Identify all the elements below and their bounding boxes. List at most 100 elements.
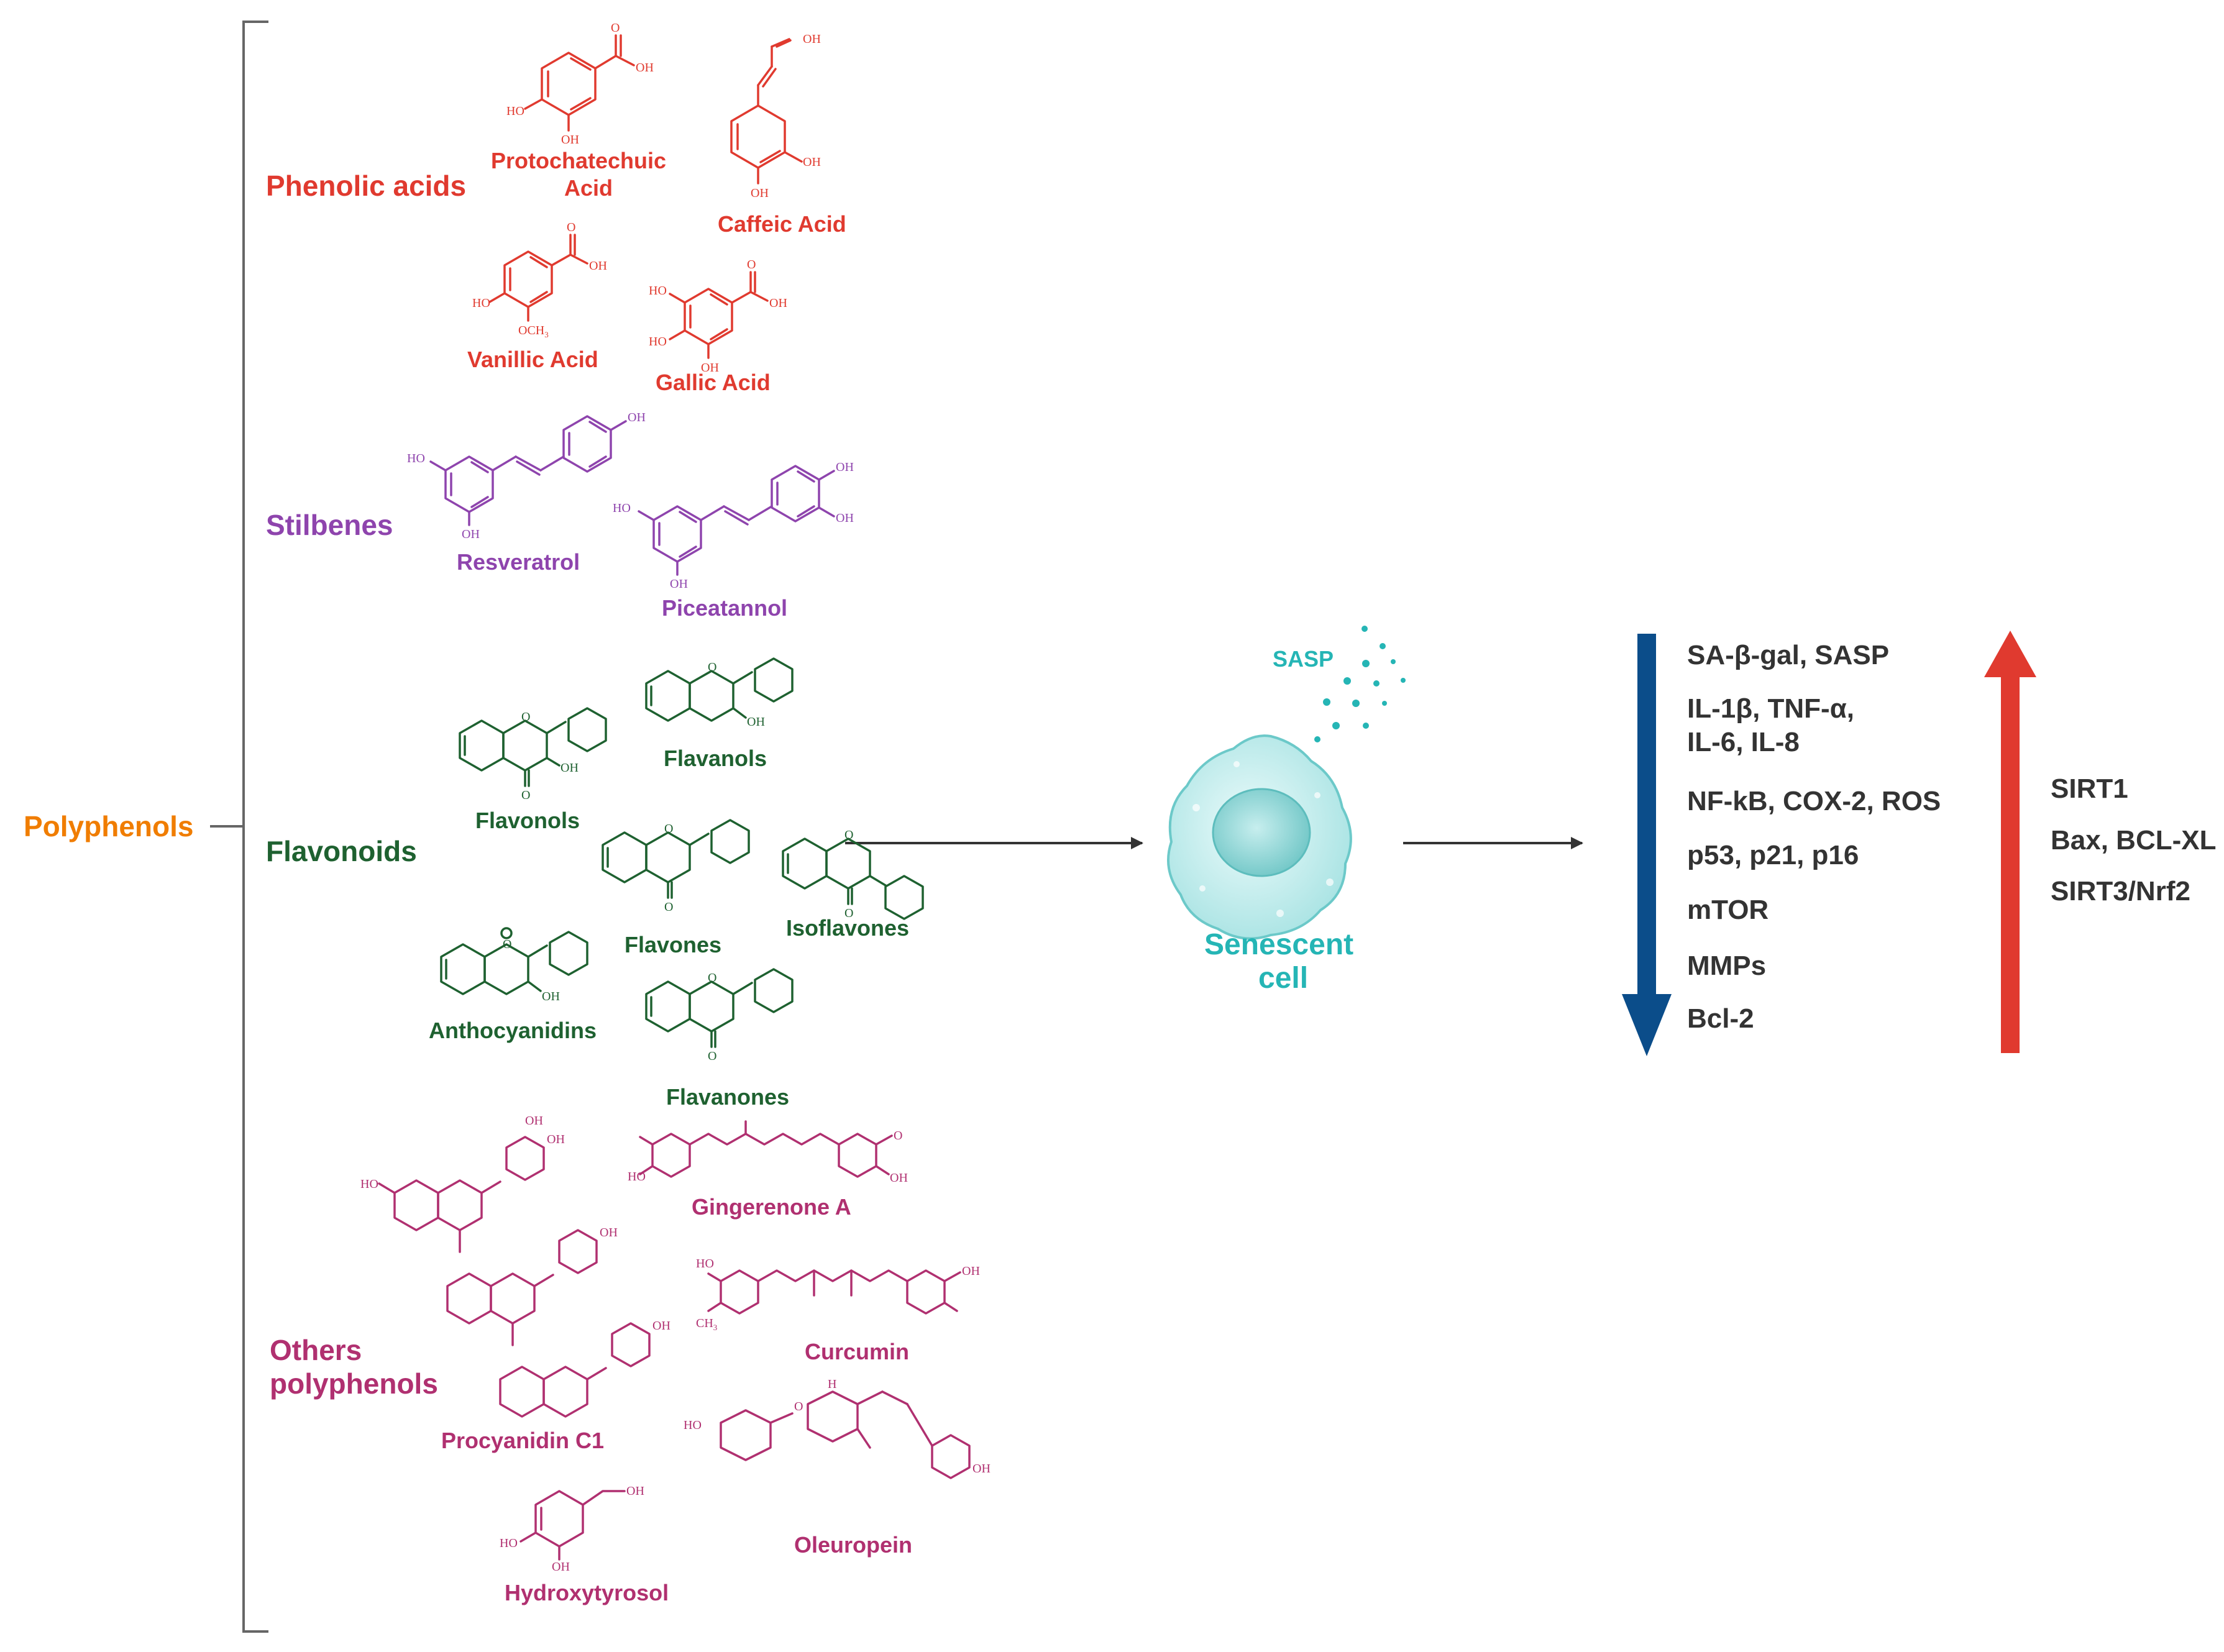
compound-label-piceatannol: Piceatannol bbox=[662, 595, 788, 621]
atom-oh: OH bbox=[547, 1133, 565, 1146]
atom-oh: OH bbox=[626, 1484, 644, 1498]
arrow-up-icon bbox=[1984, 631, 2036, 1053]
arrow-down-icon bbox=[1622, 634, 1672, 1056]
atom-oh: OH bbox=[962, 1264, 980, 1278]
atom-ho: HO bbox=[628, 1170, 646, 1184]
structure-gallic-acid: O OH HO HO OH bbox=[649, 258, 787, 375]
atom-oh: OH bbox=[670, 577, 688, 591]
atom-oh: OH bbox=[462, 527, 480, 541]
compound-label-hydroxytyrosol: Hydroxytyrosol bbox=[505, 1580, 669, 1605]
up-marker: Bax, BCL-XL bbox=[2051, 825, 2217, 856]
down-marker: Bcl-2 bbox=[1687, 1003, 1754, 1034]
compound-label-flavonols: Flavonols bbox=[475, 808, 580, 833]
atom-ho: HO bbox=[613, 501, 631, 515]
compound-label-resveratrol: Resveratrol bbox=[457, 549, 580, 575]
compound-label-protocatechuic-line2: Acid bbox=[564, 175, 613, 201]
atom-o: O bbox=[611, 21, 620, 35]
structure-protocatechuic-acid: O OH HO OH bbox=[506, 21, 654, 147]
structure-resveratrol: OH HO OH bbox=[407, 411, 646, 541]
category-flavonoids: Flavonoids bbox=[266, 835, 417, 867]
compound-label-flavones: Flavones bbox=[625, 932, 722, 957]
atom-oh: OH bbox=[803, 155, 821, 169]
structure-procyanidin-c1: HO OH OH OH OH bbox=[360, 1114, 670, 1418]
compound-label-oleuropein: Oleuropein bbox=[794, 1532, 913, 1558]
atom-oh: OH bbox=[836, 460, 854, 474]
down-marker: IL-6, IL-8 bbox=[1687, 727, 1800, 757]
atom-oh: OH bbox=[836, 511, 854, 525]
senescent-cell-icon bbox=[1167, 734, 1352, 940]
structure-isoflavones: O O bbox=[782, 828, 924, 920]
atom-oh: OH bbox=[561, 133, 579, 147]
atom-ho: HO bbox=[649, 284, 667, 298]
atom-oh: OH bbox=[552, 1560, 570, 1574]
structure-flavanones: O O bbox=[645, 968, 794, 1063]
compound-label-gingerenone: Gingerenone A bbox=[692, 1194, 851, 1220]
atom-oh: OH bbox=[972, 1462, 991, 1476]
atom-oh: OH bbox=[769, 296, 787, 310]
atom-o: O bbox=[503, 938, 511, 951]
atom-oh: OH bbox=[628, 411, 646, 424]
down-marker: p53, p21, p16 bbox=[1687, 840, 1859, 870]
atom-o: O bbox=[708, 1049, 716, 1063]
structure-oleuropein: HO O OH H bbox=[684, 1377, 991, 1479]
down-marker: IL-1β, TNF-α, bbox=[1687, 693, 1854, 724]
up-marker: SIRT3/Nrf2 bbox=[2051, 876, 2190, 906]
structure-vanillic-acid: O OH HO OCH3 bbox=[472, 221, 607, 339]
root-label-polyphenols: Polyphenols bbox=[24, 810, 194, 842]
atom-oh: OH bbox=[525, 1114, 543, 1128]
structure-gingerenone-a: O OH HO bbox=[628, 1120, 908, 1185]
down-marker: NF-kB, COX-2, ROS bbox=[1687, 786, 1941, 816]
atom-oh: OH bbox=[542, 990, 560, 1003]
atom-oh: OH bbox=[701, 361, 719, 375]
atom-ho: HO bbox=[407, 452, 425, 465]
atom-ho: HO bbox=[506, 104, 524, 118]
atom-oh: OH bbox=[751, 186, 769, 200]
sasp-particles bbox=[1314, 626, 1406, 742]
category-others-line1: Others bbox=[270, 1334, 362, 1366]
atom-o: O bbox=[844, 906, 853, 920]
atom-o: O bbox=[664, 822, 673, 836]
compound-label-anthocyanidins: Anthocyanidins bbox=[429, 1018, 597, 1043]
cell-label-line1: Senescent bbox=[1204, 928, 1354, 961]
atom-ho: HO bbox=[500, 1536, 518, 1550]
atom-oh: OH bbox=[747, 715, 765, 729]
structure-piceatannol: OH OH HO OH bbox=[613, 460, 854, 591]
atom-oh: OH bbox=[561, 761, 579, 775]
structure-curcumin: OH HO CH3 bbox=[696, 1257, 980, 1332]
cell-label-line2: cell bbox=[1258, 962, 1309, 995]
atom-oh: OH bbox=[600, 1226, 618, 1239]
atom-oh: OH bbox=[652, 1319, 670, 1333]
compound-label-protocatechuic-line1: Protochatechuic bbox=[491, 148, 667, 173]
atom-o: O bbox=[567, 221, 575, 234]
atom-o: O bbox=[521, 788, 530, 802]
structure-hydroxytyrosol: OH HO OH bbox=[500, 1484, 644, 1574]
atom-ho: HO bbox=[649, 335, 667, 349]
structure-flavones: O O bbox=[602, 819, 750, 914]
compound-label-isoflavones: Isoflavones bbox=[786, 915, 910, 941]
atom-o: O bbox=[708, 971, 716, 985]
down-marker: MMPs bbox=[1687, 951, 1767, 981]
atom-o: O bbox=[708, 660, 716, 674]
category-others-line2: polyphenols bbox=[270, 1367, 438, 1400]
category-phenolic-acids: Phenolic acids bbox=[266, 170, 467, 202]
structure-flavonols: O O OH bbox=[459, 707, 607, 802]
atom-oh: OH bbox=[803, 32, 821, 46]
atom-o: O bbox=[844, 828, 853, 842]
atom-ho: HO bbox=[360, 1177, 378, 1191]
atom-o: O bbox=[747, 258, 756, 272]
structure-anthocyanidins: O OH bbox=[440, 927, 588, 1003]
compound-label-curcumin: Curcumin bbox=[805, 1339, 910, 1364]
atom-och3: OCH3 bbox=[518, 324, 549, 339]
atom-h: H bbox=[828, 1377, 836, 1391]
structure-flavanols: O OH bbox=[645, 657, 794, 729]
compound-label-caffeic: Caffeic Acid bbox=[718, 211, 846, 237]
classification-bracket bbox=[210, 21, 268, 1633]
compound-label-vanillic: Vanillic Acid bbox=[467, 347, 598, 372]
atom-ho: HO bbox=[472, 296, 490, 310]
compound-label-flavanols: Flavanols bbox=[664, 746, 767, 771]
atom-o: O bbox=[521, 710, 530, 724]
down-marker: SA-β-gal, SASP bbox=[1687, 640, 1890, 670]
atom-ch3: CH3 bbox=[696, 1317, 717, 1332]
compound-label-procyanidin: Procyanidin C1 bbox=[441, 1428, 605, 1453]
